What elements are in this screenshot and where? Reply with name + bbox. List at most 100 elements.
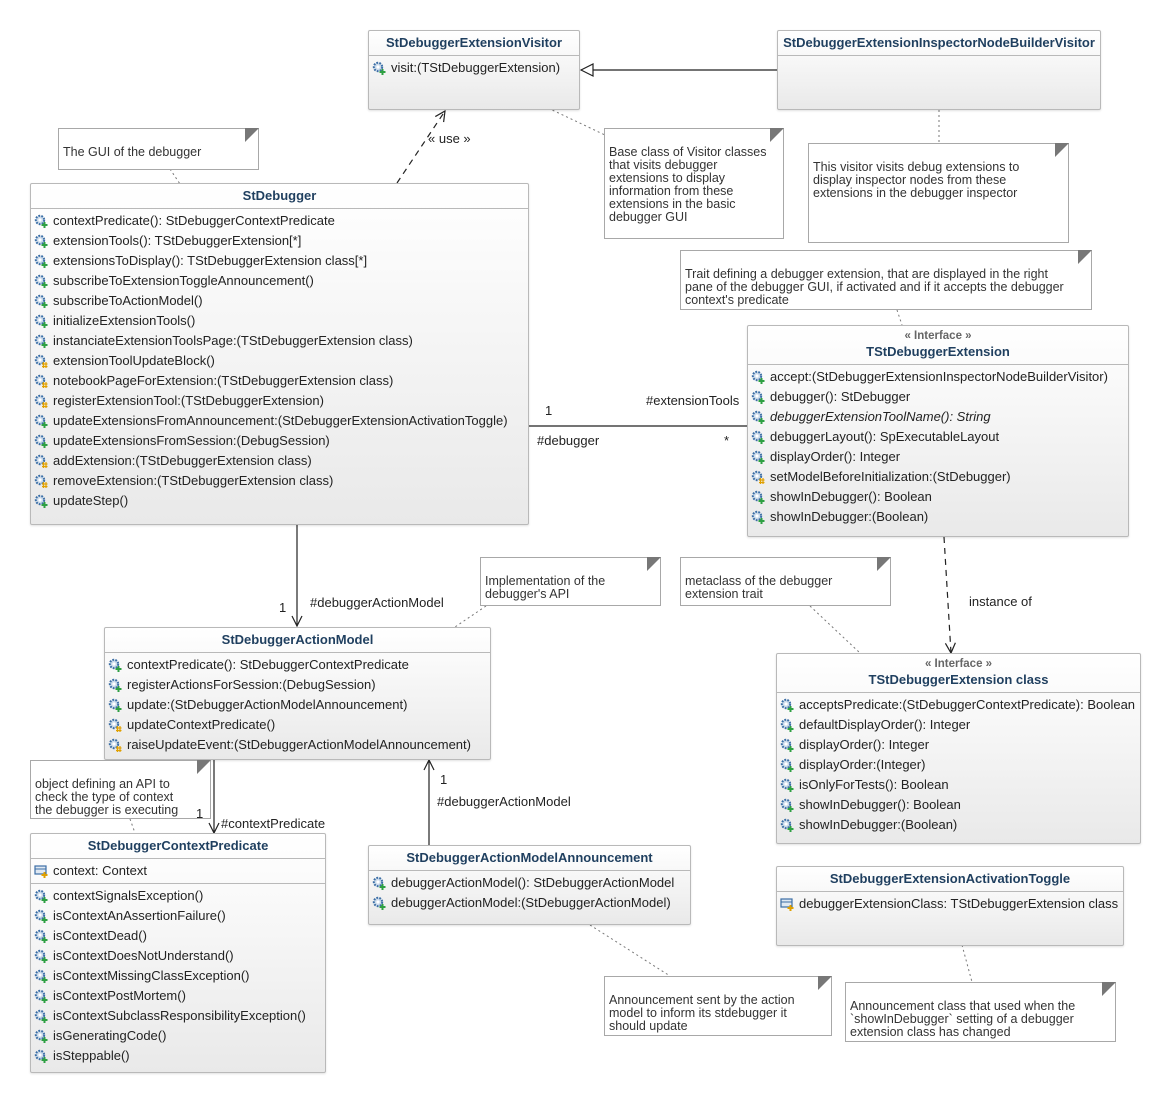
public-method-icon [780,718,794,732]
class-inspector-node-builder-visitor[interactable]: StDebuggerExtensionInspectorNodeBuilderV… [777,30,1101,110]
method-text: showInDebugger(): Boolean [770,489,932,504]
stereotype: « Interface » [924,658,993,670]
method-row[interactable]: showInDebugger:(Boolean) [777,815,1140,835]
class-name: StDebuggerExtensionActivationToggle [829,871,1071,886]
class-name: TStDebuggerExtension [866,344,1010,359]
method-row[interactable]: showInDebugger(): Boolean [748,487,1128,507]
method-row[interactable]: isContextMissingClassException() [31,966,325,986]
method-text: isContextSubclassResponsibilityException… [53,1008,306,1023]
note-text: Base class of Visitor classes that visit… [609,145,767,224]
class-st-debugger-context-predicate[interactable]: StDebuggerContextPredicate context: Cont… [30,833,326,1073]
class-st-debugger-extension-visitor[interactable]: StDebuggerExtensionVisitor visit:(TStDeb… [368,30,580,110]
method-row[interactable]: isOnlyForTests(): Boolean [777,775,1140,795]
method-row[interactable]: isContextSubclassResponsibilityException… [31,1006,325,1026]
method-row[interactable]: initializeExtensionTools() [31,311,528,331]
label-multiplicity-action-model: 1 [279,600,287,615]
public-method-icon [34,274,48,288]
method-row[interactable]: notebookPageForExtension:(TStDebuggerExt… [31,371,528,391]
method-row[interactable]: contextPredicate(): StDebuggerContextPre… [105,655,490,675]
method-row[interactable]: updateContextPredicate() [105,715,490,735]
class-st-debugger-extension-activation-toggle[interactable]: StDebuggerExtensionActivationToggle debu… [776,866,1124,946]
method-text: contextSignalsException() [53,888,204,903]
public-method-icon [34,929,48,943]
public-method-icon [780,738,794,752]
method-text: extensionTools(): TStDebuggerExtension[*… [53,233,302,248]
method-text: updateContextPredicate() [127,717,276,732]
label-multiplicity-star: * [724,433,730,448]
method-row[interactable]: visit:(TStDebuggerExtension) [369,58,579,78]
method-row[interactable]: isContextDoesNotUnderstand() [31,946,325,966]
method-row[interactable]: contextPredicate(): StDebuggerContextPre… [31,211,528,231]
method-row[interactable]: showInDebugger:(Boolean) [748,507,1128,527]
method-row[interactable]: isSteppable() [31,1046,325,1066]
public-method-icon [372,896,386,910]
method-row[interactable]: isContextPostMortem() [31,986,325,1006]
method-row[interactable]: raiseUpdateEvent:(StDebuggerActionModelA… [105,735,490,755]
method-row[interactable]: setModelBeforeInitialization:(StDebugger… [748,467,1128,487]
method-row[interactable]: addExtension:(TStDebuggerExtension class… [31,451,528,471]
method-row[interactable]: acceptsPredicate:(StDebuggerContextPredi… [777,695,1140,715]
public-method-icon [751,370,765,384]
method-text: displayOrder:(Integer) [799,757,926,772]
method-row[interactable]: registerExtensionTool:(TStDebuggerExtens… [31,391,528,411]
method-row[interactable]: updateStep() [31,491,528,511]
public-method-icon [108,658,122,672]
method-text: displayOrder(): Integer [770,449,901,464]
class-name: StDebugger [242,188,317,203]
public-method-icon [372,876,386,890]
protected-method-icon [34,354,48,368]
method-row[interactable]: extensionToolUpdateBlock() [31,351,528,371]
method-row[interactable]: displayOrder(): Integer [777,735,1140,755]
note-fold [770,128,784,142]
method-text: debuggerExtensionToolName(): String [770,409,991,424]
attribute-icon [780,898,794,911]
method-text: removeExtension:(TStDebuggerExtension cl… [53,473,334,488]
method-row[interactable]: isContextDead() [31,926,325,946]
method-row[interactable]: removeExtension:(TStDebuggerExtension cl… [31,471,528,491]
class-st-debugger-action-model[interactable]: StDebuggerActionModel contextPredicate()… [104,627,491,760]
method-row[interactable]: showInDebugger(): Boolean [777,795,1140,815]
method-row[interactable]: update:(StDebuggerActionModelAnnouncemen… [105,695,490,715]
note-anchor-gui [169,168,181,185]
method-row[interactable]: defaultDisplayOrder(): Integer [777,715,1140,735]
note-fold [245,128,259,142]
class-t-st-debugger-extension-class[interactable]: « Interface » TStDebuggerExtension class… [776,653,1141,844]
note-text: object defining an API to check the type… [35,777,179,817]
method-text: contextPredicate(): StDebuggerContextPre… [53,213,335,228]
method-row[interactable]: instanciateExtensionToolsPage:(TStDebugg… [31,331,528,351]
class-st-debugger[interactable]: StDebugger contextPredicate(): StDebugge… [30,183,529,525]
public-method-icon [34,234,48,248]
attribute-row[interactable]: debuggerExtensionClass: TStDebuggerExten… [777,894,1123,914]
class-st-debugger-action-model-announcement[interactable]: StDebuggerActionModelAnnouncement debugg… [368,845,691,925]
method-row[interactable]: extensionsToDisplay(): TStDebuggerExtens… [31,251,528,271]
method-row[interactable]: subscribeToActionModel() [31,291,528,311]
class-name: StDebuggerExtensionInspectorNodeBuilderV… [783,35,1095,50]
method-row[interactable]: subscribeToExtensionToggleAnnouncement() [31,271,528,291]
method-row[interactable]: contextSignalsException() [31,886,325,906]
attribute-row[interactable]: context: Context [31,861,325,881]
note-gui: The GUI of the debugger [58,128,259,170]
method-row[interactable]: updateExtensionsFromSession:(DebugSessio… [31,431,528,451]
method-row[interactable]: displayOrder(): Integer [748,447,1128,467]
public-method-icon [751,450,765,464]
class-t-st-debugger-extension[interactable]: « Interface » TStDebuggerExtension accep… [747,325,1129,537]
method-row[interactable]: displayOrder:(Integer) [777,755,1140,775]
method-row[interactable]: debuggerExtensionToolName(): String [748,407,1128,427]
method-row[interactable]: accept:(StDebuggerExtensionInspectorNode… [748,367,1128,387]
method-text: displayOrder(): Integer [799,737,930,752]
class-name: StDebuggerExtensionVisitor [385,35,562,50]
public-method-icon [34,1049,48,1063]
method-row[interactable]: isGeneratingCode() [31,1026,325,1046]
method-row[interactable]: debugger(): StDebugger [748,387,1128,407]
method-row[interactable]: debuggerLayout(): SpExecutableLayout [748,427,1128,447]
method-row[interactable]: debuggerActionModel:(StDebuggerActionMod… [369,893,690,913]
public-method-icon [34,294,48,308]
method-row[interactable]: isContextAnAssertionFailure() [31,906,325,926]
method-row[interactable]: updateExtensionsFromAnnouncement:(StDebu… [31,411,528,431]
method-row[interactable]: extensionTools(): TStDebuggerExtension[*… [31,231,528,251]
method-row[interactable]: debuggerActionModel(): StDebuggerActionM… [369,873,690,893]
method-text: setModelBeforeInitialization:(StDebugger… [770,469,1011,484]
method-row[interactable]: registerActionsForSession:(DebugSession) [105,675,490,695]
note-text: metaclass of the debugger extension trai… [685,574,833,601]
